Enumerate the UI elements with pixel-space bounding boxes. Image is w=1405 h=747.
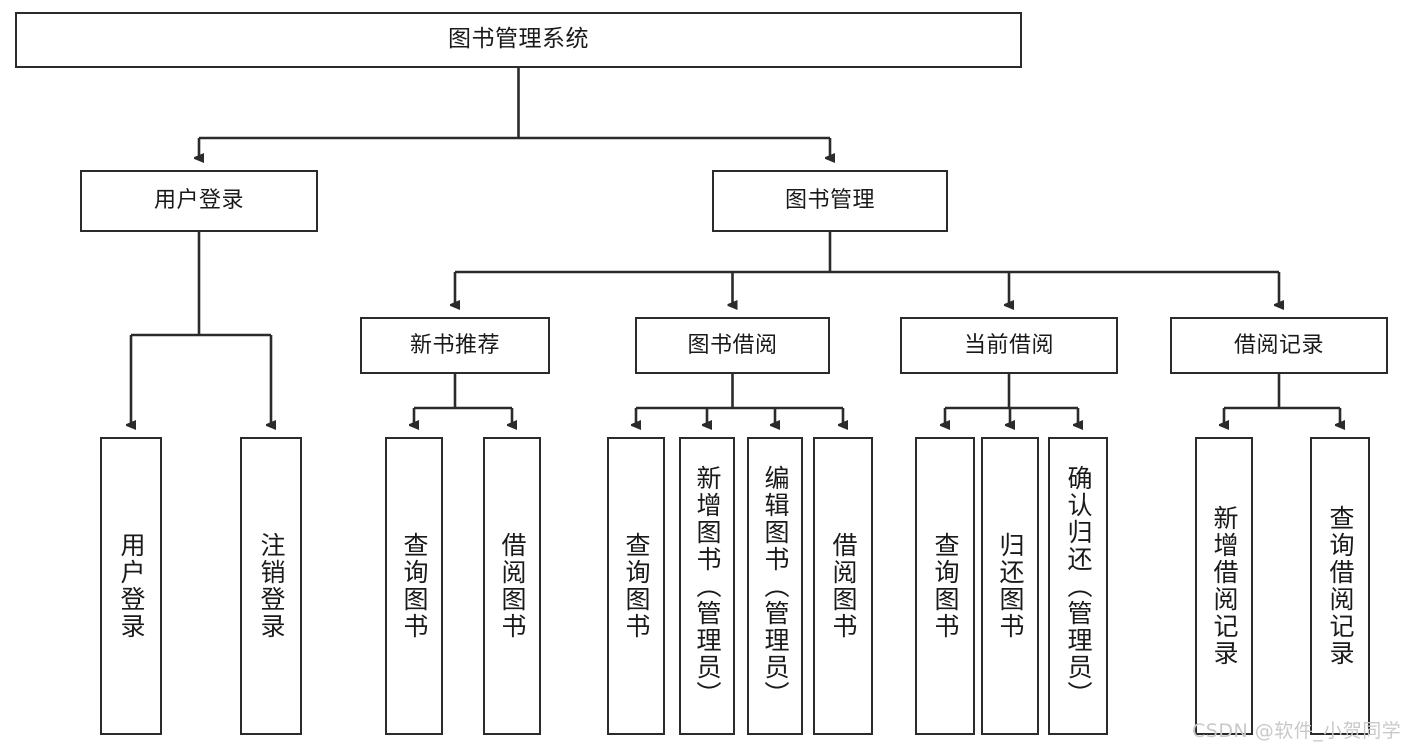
leaf-box[interactable]: 借阅图书: [483, 437, 541, 735]
leaf-box[interactable]: 借阅图书: [813, 437, 873, 735]
leaf-box[interactable]: 查询图书: [607, 437, 665, 735]
level1-box[interactable]: 图书管理: [712, 170, 948, 232]
node-label: 用户登录: [117, 532, 146, 640]
node-label: 用户登录: [153, 188, 244, 214]
node-label: 借阅图书: [498, 532, 527, 640]
leaf-box[interactable]: 查询图书: [385, 437, 443, 735]
node-label: 借阅图书: [829, 532, 858, 640]
node-label: 当前借阅: [963, 332, 1054, 358]
leaf-box[interactable]: 用户登录: [100, 437, 162, 735]
leaf-box[interactable]: 确认归还（管理员）: [1048, 437, 1108, 735]
leaf-box[interactable]: 新增图书（管理员）: [679, 437, 735, 735]
root-box[interactable]: 图书管理系统: [15, 12, 1022, 68]
level2-box[interactable]: 新书推荐: [360, 317, 550, 374]
node-label: 查询图书: [400, 532, 429, 640]
node-label: 查询借阅记录: [1326, 505, 1355, 667]
level2-box[interactable]: 图书借阅: [635, 317, 830, 374]
node-label: 确认归还（管理员）: [1064, 464, 1093, 708]
csdn-watermark: CSDN @软件_小贺同学: [1192, 720, 1402, 742]
leaf-box[interactable]: 注销登录: [240, 437, 302, 735]
level2-box[interactable]: 借阅记录: [1170, 317, 1388, 374]
node-label: 新增借阅记录: [1210, 505, 1239, 667]
node-label: 新书推荐: [409, 332, 500, 358]
node-label: 查询图书: [931, 532, 960, 640]
leaf-box[interactable]: 查询图书: [915, 437, 975, 735]
node-label: 编辑图书（管理员）: [761, 464, 790, 708]
node-label: 图书管理: [784, 188, 875, 214]
node-label: 借阅记录: [1233, 332, 1324, 358]
level2-box[interactable]: 当前借阅: [900, 317, 1118, 374]
node-label: 归还图书: [996, 532, 1025, 640]
leaf-box[interactable]: 查询借阅记录: [1310, 437, 1370, 735]
node-label: 注销登录: [257, 532, 286, 640]
node-label: 图书借阅: [687, 332, 778, 358]
node-label: 查询图书: [622, 532, 651, 640]
level1-box[interactable]: 用户登录: [80, 170, 318, 232]
node-label: 图书管理系统: [448, 26, 589, 53]
node-label: 新增图书（管理员）: [693, 464, 722, 708]
leaf-box[interactable]: 归还图书: [981, 437, 1039, 735]
leaf-box[interactable]: 编辑图书（管理员）: [747, 437, 803, 735]
leaf-box[interactable]: 新增借阅记录: [1195, 437, 1253, 735]
